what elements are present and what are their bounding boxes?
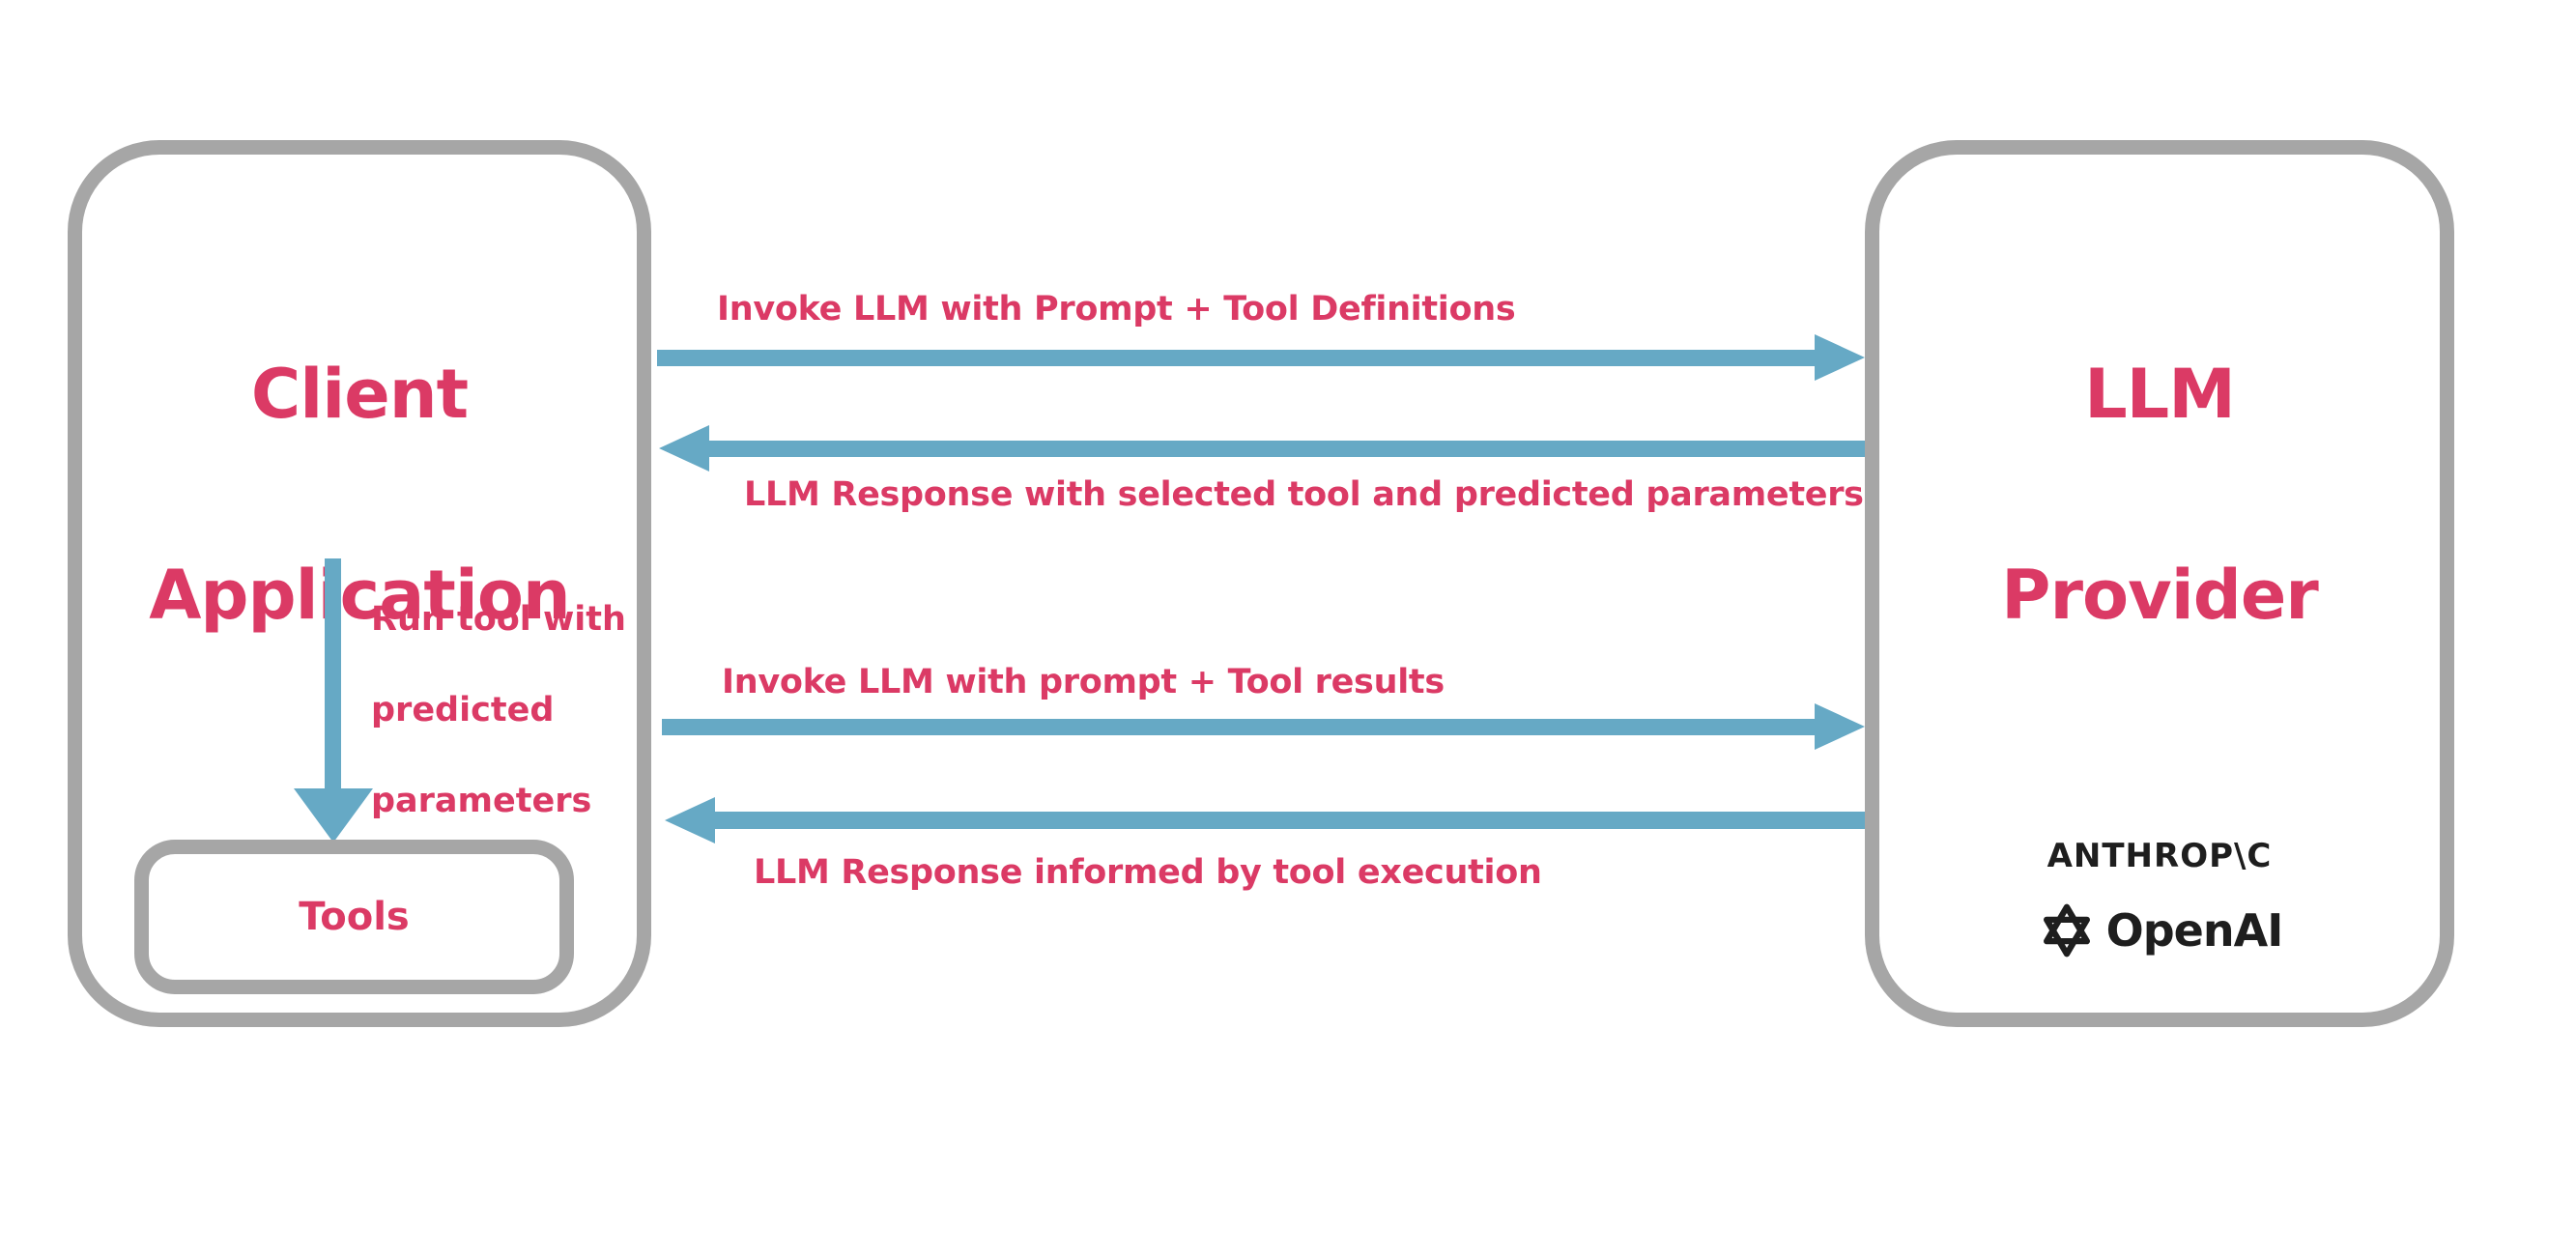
openai-logo: OpenAI xyxy=(1865,897,2454,964)
arrow-invoke-results-head xyxy=(1815,703,1865,750)
provider-title-line2: Provider xyxy=(2001,556,2319,635)
client-title-line1: Client xyxy=(250,355,469,434)
run-tool-label-line1: Run tool with xyxy=(371,600,626,639)
client-title-line2: Application xyxy=(149,556,570,635)
arrow-response-selected-tool-head xyxy=(659,425,709,472)
llm-provider-title: LLM Provider xyxy=(1865,344,2454,645)
tools-box: Tools xyxy=(134,840,574,994)
anthropic-logo: ANTHROP\C xyxy=(2046,837,2273,875)
arrow-invoke-definitions-head xyxy=(1815,334,1865,381)
llm-provider-box xyxy=(1865,140,2454,1027)
arrow-invoke-definitions-shaft xyxy=(657,350,1815,366)
arrow-label-invoke-definitions: Invoke LLM with Prompt + Tool Definition… xyxy=(717,290,1516,329)
run-tool-label-line3: parameters xyxy=(371,782,592,820)
arrow-response-informed-shaft xyxy=(715,812,1865,829)
provider-title-line1: LLM xyxy=(2084,355,2236,434)
openai-icon xyxy=(2037,901,2097,960)
arrow-label-response-selected-tool: LLM Response with selected tool and pred… xyxy=(744,475,1864,514)
arrow-label-response-informed: LLM Response informed by tool execution xyxy=(754,853,1542,892)
run-tool-arrow-shaft xyxy=(325,558,341,788)
run-tool-arrow-head xyxy=(294,788,373,843)
tools-label: Tools xyxy=(299,895,410,939)
run-tool-label-line2: predicted xyxy=(371,691,555,729)
arrow-response-selected-tool-shaft xyxy=(709,441,1865,457)
openai-logo-text: OpenAI xyxy=(2105,904,2284,957)
run-tool-label: Run tool with predicted parameters xyxy=(371,597,626,824)
arrow-response-informed-head xyxy=(665,797,715,843)
arrow-label-invoke-results: Invoke LLM with prompt + Tool results xyxy=(722,663,1445,701)
client-application-title: Client Application xyxy=(68,344,651,645)
arrow-invoke-results-shaft xyxy=(662,719,1815,735)
